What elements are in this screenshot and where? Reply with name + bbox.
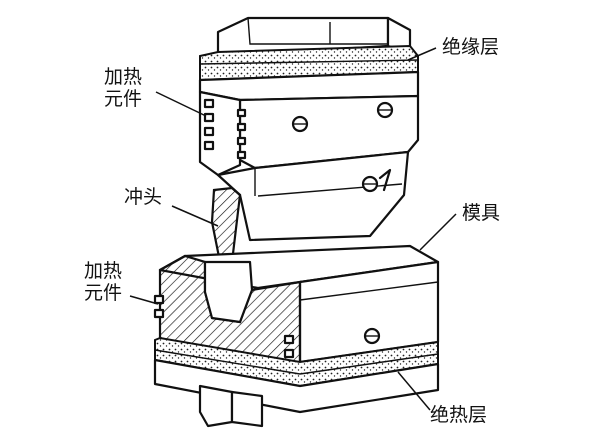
label-heating-element-bottom-line2: 元件 [84,282,123,304]
base-plate [153,358,440,414]
screw-icon [376,101,394,119]
upper-heater-slots [203,98,247,160]
punch-holder-lower [216,150,410,242]
lower-die [153,244,440,428]
label-die: 模具 [462,202,501,224]
upper-tool [198,16,420,264]
label-heating-element-top: 加热 元件 [104,66,142,110]
leader-lines [129,47,457,411]
screw-icon [361,175,379,193]
die-groove [203,260,254,324]
base-stem [198,384,234,428]
label-heating-element-bottom: 加热 元件 [84,260,122,304]
label-heating-element-bottom-line1: 加热 [84,260,123,282]
upper-heater-side [198,90,242,177]
label-insulation-bottom: 绝热层 [430,404,488,426]
label-heating-element-top-line2: 元件 [104,88,143,110]
label-heating-element-top-line1: 加热 [104,66,143,88]
label-insulation-top: 绝缘层 [442,36,500,58]
lower-heater-slots [153,294,295,359]
label-punch: 冲头 [124,186,163,208]
screw-icon [291,115,309,133]
screw-icon [363,327,381,345]
